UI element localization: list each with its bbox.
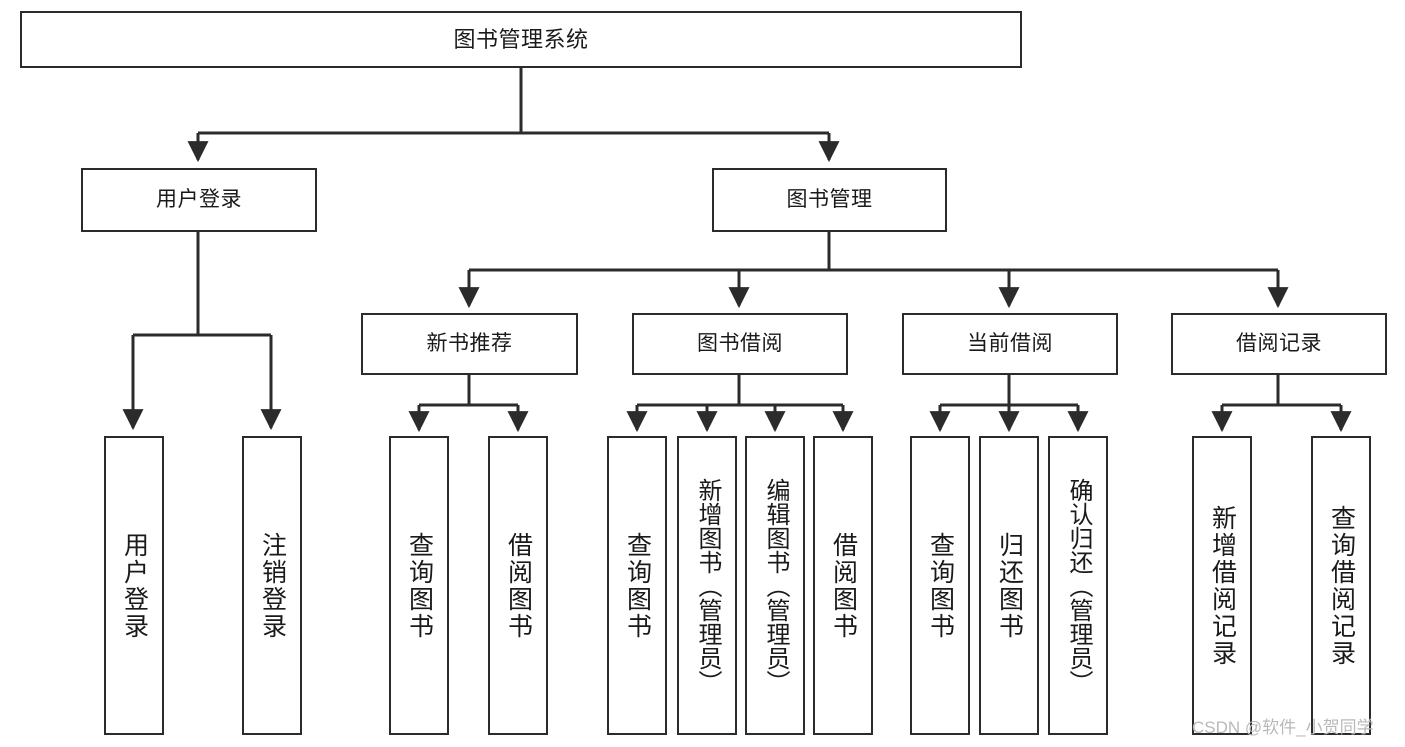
node-label: 查询借阅记录 [1327, 504, 1356, 667]
node-label: 图书管理系统 [453, 26, 589, 52]
leaf-user-login-signin[interactable]: 用户登录 [104, 436, 164, 735]
node-borrow-record[interactable]: 借阅记录 [1171, 313, 1387, 375]
node-label: 借阅图书 [504, 531, 533, 640]
node-label: 新增图书（管理员） [694, 477, 721, 694]
leaf-borrow-record-query-record[interactable]: 查询借阅记录 [1311, 436, 1371, 735]
node-book-management[interactable]: 图书管理 [712, 168, 947, 232]
leaf-current-borrow-return-book[interactable]: 归还图书 [979, 436, 1039, 735]
node-label: 借阅记录 [1236, 331, 1322, 355]
node-label: 查询图书 [926, 531, 955, 640]
node-label: 编辑图书（管理员） [762, 477, 789, 694]
node-user-login[interactable]: 用户登录 [81, 168, 317, 232]
node-label: 注销登录 [258, 531, 287, 640]
leaf-current-borrow-query-book[interactable]: 查询图书 [910, 436, 970, 735]
node-label: 查询图书 [623, 531, 652, 640]
node-book-borrow[interactable]: 图书借阅 [632, 313, 848, 375]
leaf-current-borrow-confirm-return-admin[interactable]: 确认归还（管理员） [1048, 436, 1108, 735]
node-current-borrow[interactable]: 当前借阅 [902, 313, 1118, 375]
csdn-watermark: CSDN @软件_小贺同学 [1192, 718, 1374, 737]
leaf-book-borrow-add-book-admin[interactable]: 新增图书（管理员） [677, 436, 737, 735]
node-label: 用户登录 [156, 187, 242, 211]
node-label: 新增借阅记录 [1208, 504, 1237, 667]
node-label: 归还图书 [995, 531, 1024, 640]
node-root-book-management-system[interactable]: 图书管理系统 [20, 11, 1022, 68]
leaf-user-login-signout[interactable]: 注销登录 [242, 436, 302, 735]
node-label: 用户登录 [120, 531, 149, 640]
node-label: 查询图书 [405, 531, 434, 640]
leaf-book-borrow-borrow-book[interactable]: 借阅图书 [813, 436, 873, 735]
node-label: 图书借阅 [697, 331, 783, 355]
node-label: 借阅图书 [829, 531, 858, 640]
node-label: 当前借阅 [967, 331, 1053, 355]
leaf-book-borrow-edit-book-admin[interactable]: 编辑图书（管理员） [745, 436, 805, 735]
node-label: 确认归还（管理员） [1065, 477, 1092, 694]
node-new-book-recommend[interactable]: 新书推荐 [361, 313, 578, 375]
node-label: 图书管理 [786, 187, 873, 211]
node-label: 新书推荐 [426, 331, 513, 355]
leaf-new-book-query-book[interactable]: 查询图书 [389, 436, 449, 735]
leaf-new-book-borrow-book[interactable]: 借阅图书 [488, 436, 548, 735]
leaf-book-borrow-query-book[interactable]: 查询图书 [607, 436, 667, 735]
leaf-borrow-record-add-record[interactable]: 新增借阅记录 [1192, 436, 1252, 735]
